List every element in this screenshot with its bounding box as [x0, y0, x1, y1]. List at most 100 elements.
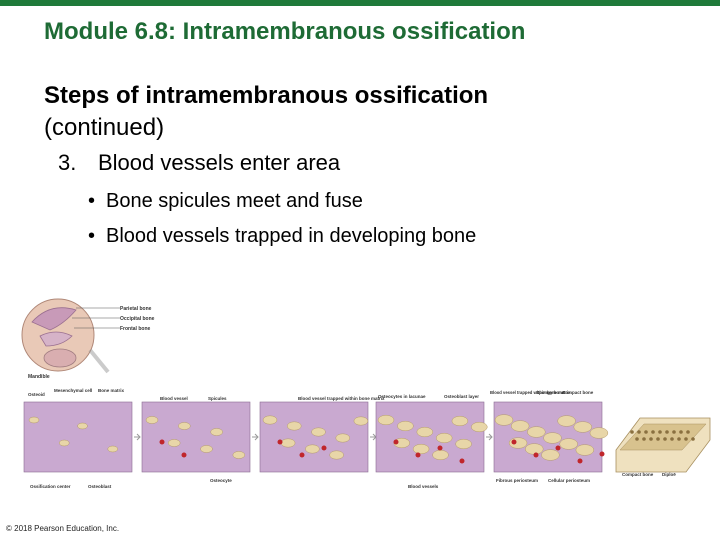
bone-spicule [329, 450, 344, 460]
bone-spicule [527, 426, 546, 438]
ossification-figure: Parietal bone Occipital bone Frontal bon… [21, 298, 711, 489]
bone-spicule [559, 438, 578, 450]
bone-spicule [575, 444, 595, 456]
diploe-pore [637, 430, 641, 434]
diploe-pore [686, 430, 690, 434]
bone-spicule [178, 422, 191, 430]
slide-title: Module 6.8: Intramembranous ossification [44, 18, 526, 45]
step-number: 3. [58, 150, 77, 175]
diploe-pore [656, 437, 660, 441]
diploe-pore [663, 437, 667, 441]
blood-vessel-dot [511, 439, 517, 445]
svg-text:Compact bone: Compact bone [562, 390, 594, 395]
bone-spicule [59, 439, 70, 447]
bone-spicule [262, 415, 278, 425]
bone-spicule [416, 426, 434, 438]
bone-spicule [455, 438, 472, 450]
diploe-pore [635, 437, 639, 441]
svg-text:Spicules: Spicules [208, 396, 227, 401]
bullet-list: •Bone spicules meet and fuse •Blood vess… [88, 188, 476, 258]
blood-vessel-dot [393, 439, 399, 445]
tissue-panel [23, 401, 133, 473]
diploe-pore [649, 437, 653, 441]
top-accent-bar [0, 0, 720, 6]
diploe-pore [679, 430, 683, 434]
svg-text:Osteocyte: Osteocyte [210, 478, 232, 483]
skull-illustration: Parietal bone Occipital bone Frontal bon… [21, 298, 155, 380]
bone-spicule [432, 449, 449, 461]
diploe-pore [691, 437, 695, 441]
copyright-notice: © 2018 Pearson Education, Inc. [6, 524, 120, 533]
tissue-panel [259, 401, 369, 473]
label-frontal: Frontal bone [120, 326, 150, 332]
blood-vessel-dot [159, 439, 165, 445]
bone-spicule [397, 420, 414, 432]
blood-vessel-dot [321, 445, 327, 451]
tissue-panels [23, 401, 609, 473]
heading-bold: Steps of intramembranous ossification [44, 82, 489, 109]
bone-spicule [377, 414, 395, 426]
bone-spicule [311, 427, 326, 437]
bone-spicule [435, 432, 453, 444]
label-parietal: Parietal bone [120, 306, 152, 312]
step-arrow [370, 433, 377, 441]
svg-text:Ossification center: Ossification center [30, 484, 71, 489]
bone-spicule [494, 414, 514, 426]
blood-vessel-dot [299, 452, 305, 458]
bone-spicule [543, 432, 562, 444]
tissue-panel [141, 401, 251, 473]
bone-spicule [305, 444, 320, 454]
bone-spicule [287, 421, 302, 431]
bone-spicule [412, 443, 430, 455]
label-mandible: Mandible [28, 374, 50, 380]
diploe-pore [630, 430, 634, 434]
section-heading: Steps of intramembranous ossification (c… [44, 80, 684, 144]
bone-spicule [510, 420, 530, 432]
svg-text:Compact bone: Compact bone [622, 472, 654, 477]
blood-vessel-dot [599, 451, 605, 457]
svg-text:Osteoblast: Osteoblast [88, 484, 112, 489]
label-occipital: Occipital bone [120, 316, 155, 322]
blood-vessel-dot [277, 439, 283, 445]
blood-vessel-dot [577, 458, 583, 464]
svg-text:Bone matrix: Bone matrix [98, 388, 125, 393]
panel-labels: Osteoid Mesenchymal cell Bone matrix Blo… [28, 388, 594, 401]
bone-spicule [589, 427, 609, 439]
bullet-item: •Blood vessels trapped in developing bon… [88, 225, 477, 247]
step-text: Blood vessels enter area [98, 150, 341, 175]
step-arrow [486, 433, 493, 441]
bone-spicule [107, 445, 118, 453]
bone-spicule [557, 415, 576, 427]
svg-text:Blood vessels: Blood vessels [408, 484, 439, 489]
bone-spicule [232, 451, 246, 459]
bone-spicule [210, 428, 223, 436]
blood-vessel-dot [533, 452, 539, 458]
svg-text:Osteoid: Osteoid [28, 392, 45, 397]
diploe-pore [658, 430, 662, 434]
bone-spicule [145, 416, 159, 424]
blood-vessel-dot [181, 452, 187, 458]
blood-vessel-dot [437, 445, 443, 451]
diploe-pore [651, 430, 655, 434]
svg-text:Spongy bone: Spongy bone [536, 390, 565, 395]
bone-spicule [573, 421, 592, 433]
diploe-pore [670, 437, 674, 441]
bullet-item: •Bone spicules meet and fuse [88, 190, 363, 212]
bone-spicule [77, 422, 88, 430]
svg-text:Osteoblast layer: Osteoblast layer [444, 394, 479, 399]
blood-vessel-dot [459, 458, 465, 464]
svg-text:Fibrous periosteum: Fibrous periosteum [496, 478, 538, 483]
bone-spicule [335, 433, 350, 443]
bone-spicule [28, 416, 40, 424]
svg-text:Blood vessel: Blood vessel [160, 396, 188, 401]
diploe-pore [672, 430, 676, 434]
step-arrow [134, 433, 141, 441]
svg-text:Mesenchymal cell: Mesenchymal cell [54, 388, 92, 393]
bone-spicule [541, 449, 560, 461]
step-item: 3. Blood vessels enter area [58, 150, 340, 176]
diploe-pore [677, 437, 681, 441]
bone-spicule [451, 415, 469, 427]
svg-text:Osteocytes in lacunae: Osteocytes in lacunae [378, 394, 426, 399]
svg-text:Diploë: Diploë [662, 472, 676, 477]
bone-spicule [280, 438, 296, 448]
